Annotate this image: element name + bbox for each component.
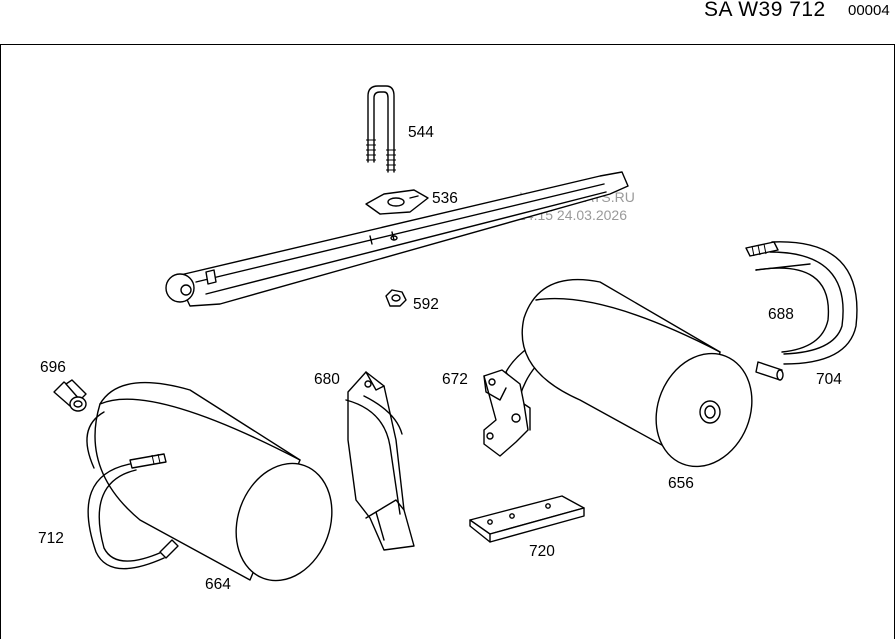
part-712-tank-strap[interactable]: [86, 411, 179, 570]
part-leaf-spring[interactable]: [165, 171, 629, 307]
callout-720[interactable]: 720: [529, 543, 555, 560]
diagram-number: 00004: [848, 2, 890, 19]
part-688-tank-strap[interactable]: [745, 241, 858, 365]
part-592-nut[interactable]: [385, 289, 407, 307]
part-536-clamp-plate[interactable]: [365, 189, 429, 215]
part-720-mounting-plate[interactable]: [469, 495, 585, 543]
callout-688[interactable]: 688: [768, 306, 794, 323]
callout-680[interactable]: 680: [314, 371, 340, 388]
part-664-air-tank[interactable]: [94, 381, 348, 595]
part-544-u-bolt[interactable]: [366, 85, 396, 173]
callout-712[interactable]: 712: [38, 530, 64, 547]
part-656-air-tank[interactable]: [521, 278, 768, 481]
diagram-frame: [0, 44, 895, 639]
callout-544[interactable]: 544: [408, 124, 434, 141]
part-680-mounting-bracket[interactable]: [345, 371, 415, 551]
callout-592[interactable]: 592: [413, 296, 439, 313]
part-696-fitting[interactable]: [53, 379, 87, 412]
callout-656[interactable]: 656: [668, 475, 694, 492]
callout-672[interactable]: 672: [442, 371, 468, 388]
callout-664[interactable]: 664: [205, 576, 231, 593]
diagram-code: SA W39 712: [704, 0, 826, 21]
part-704-strap-bolt[interactable]: [755, 361, 784, 381]
callout-696[interactable]: 696: [40, 359, 66, 376]
callout-536[interactable]: 536: [432, 190, 458, 207]
callout-704[interactable]: 704: [816, 371, 842, 388]
